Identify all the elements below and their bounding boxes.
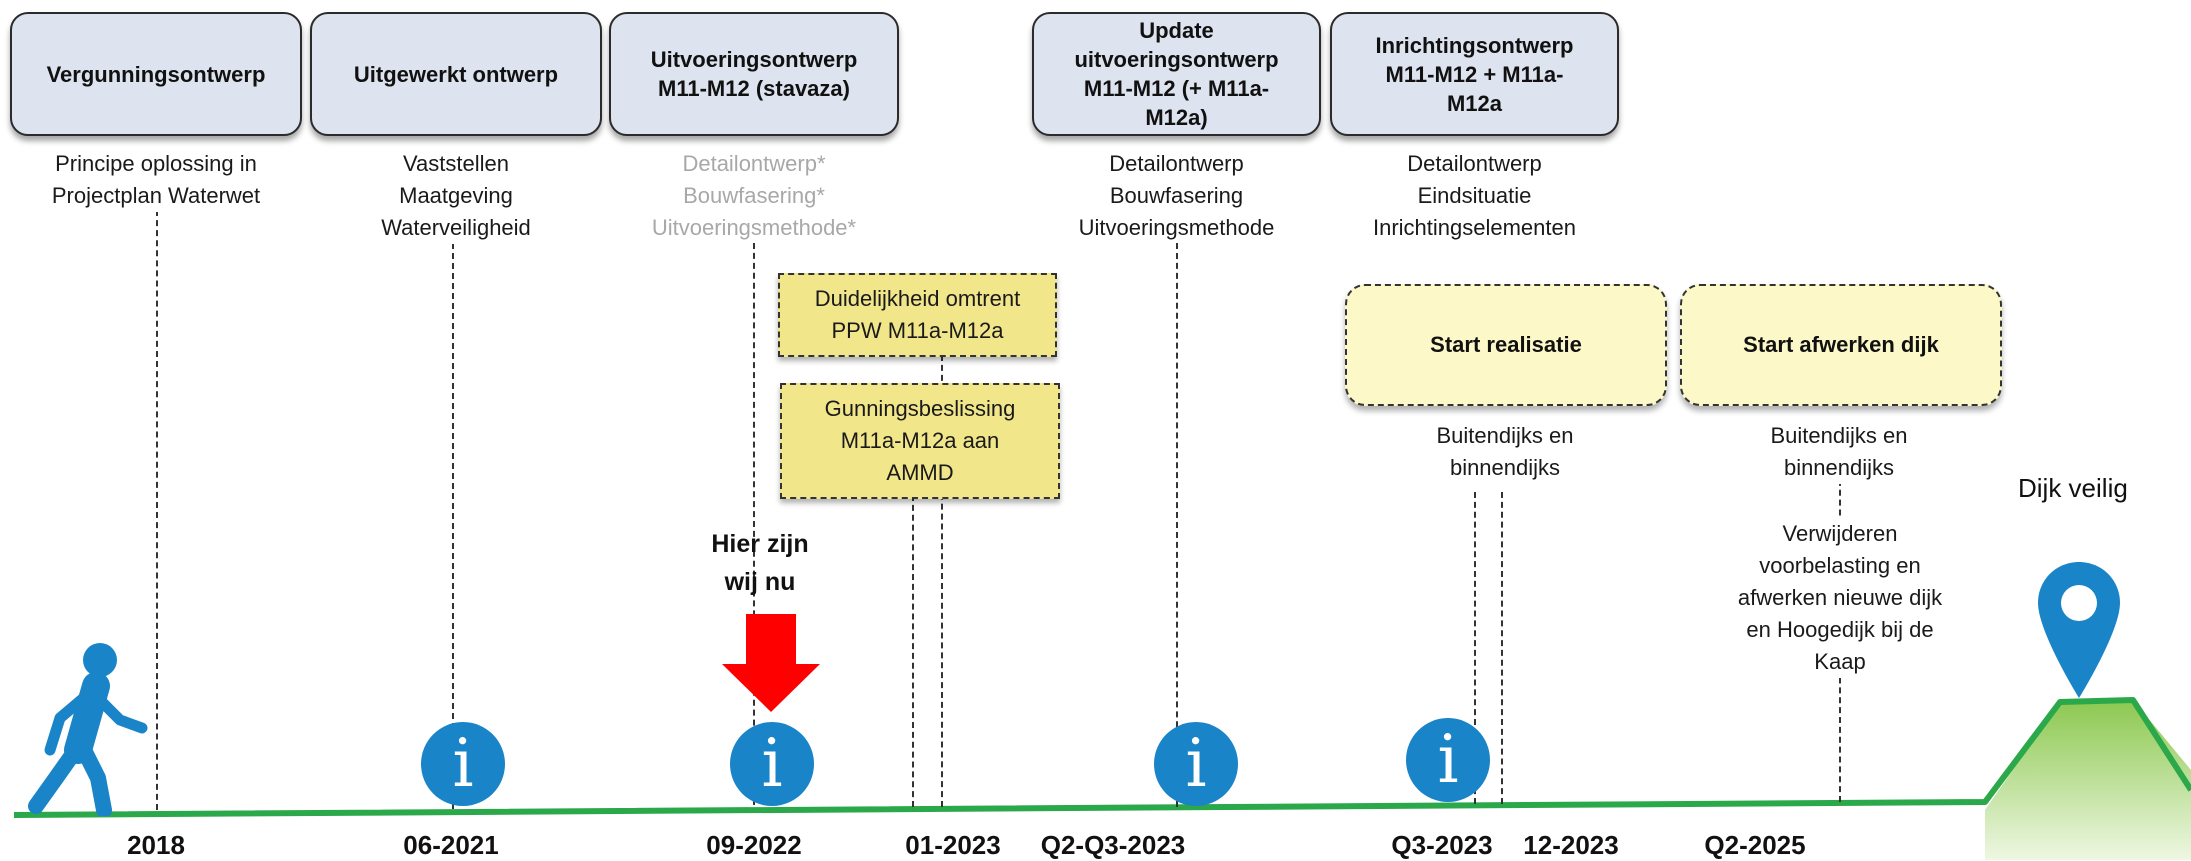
desc-start-realisatie: Buitendijks en binnendijks <box>1380 420 1630 484</box>
date-q2-2025: Q2-2025 <box>1704 830 1806 860</box>
date-09-2022: 09-2022 <box>706 830 802 860</box>
connector-01-2023b <box>941 355 943 807</box>
date-12-2023: 12-2023 <box>1523 830 1619 860</box>
date-2018: 2018 <box>127 830 185 860</box>
connector-12-2023 <box>1501 492 1503 804</box>
phase-uitgewerkt-ontwerp: Uitgewerkt ontwerp <box>310 12 602 136</box>
down-arrow-icon <box>722 614 820 712</box>
dijk-veilig-label: Dijk veilig <box>2018 473 2128 503</box>
desc-uitgewerkt-ontwerp: Vaststellen Maatgeving Waterveiligheid <box>310 148 602 244</box>
desc-vergunningsontwerp: Principe oplossing in Projectplan Waterw… <box>10 148 302 212</box>
phase-vergunningsontwerp: Vergunningsontwerp <box>10 12 302 136</box>
hill-shape <box>1985 700 2191 860</box>
desc-update-uitvoeringsontwerp: Detailontwerp Bouwfasering Uitvoeringsme… <box>1078 151 1275 240</box>
desc-afwerken-extra: Verwijderen voorbelasting en afwerken ni… <box>1700 518 1980 678</box>
connector-2018 <box>156 210 158 810</box>
date-06-2021: 06-2021 <box>403 830 499 860</box>
desc-inrichtingsontwerp: Detailontwerp Eindsituatie Inrichtingsel… <box>1372 151 1576 240</box>
info-icon[interactable]: i <box>1154 722 1238 806</box>
connector-09-2022 <box>753 243 755 805</box>
current-position-label: Hier zijn wij nu <box>711 530 809 596</box>
connector-01-2023a <box>912 495 914 807</box>
date-01-2023: 01-2023 <box>905 830 1001 860</box>
milestone-duidelijkheid: Duidelijkheid omtrent PPW M11a-M12a <box>778 273 1057 357</box>
info-icon[interactable]: i <box>421 722 505 806</box>
phase-uitvoeringsontwerp: Uitvoeringsontwerp M11-M12 (stavaza) <box>609 12 899 136</box>
start-afwerken-dijk-box: Start afwerken dijk <box>1680 284 2002 406</box>
date-q2-q3-2023: Q2-Q3-2023 <box>1040 830 1186 860</box>
start-realisatie-box: Start realisatie <box>1345 284 1667 406</box>
connector-q2q3-2023 <box>1176 243 1178 807</box>
walking-person-icon <box>28 643 148 816</box>
connector-06-2021 <box>452 243 454 809</box>
date-q3-2023: Q3-2023 <box>1391 830 1493 860</box>
info-icon[interactable]: i <box>730 722 814 806</box>
timeline-line <box>13 697 2191 818</box>
phase-update-uitvoeringsontwerp: Update uitvoeringsontwerp M11-M12 (+ M11… <box>1032 12 1321 136</box>
desc-start-afwerken: Buitendijks en binnendijks <box>1714 420 1964 484</box>
connector-q3-2023 <box>1474 492 1476 804</box>
info-icon[interactable]: i <box>1406 718 1490 802</box>
milestone-gunningsbeslissing: Gunningsbeslissing M11a-M12a aan AMMD <box>780 383 1060 499</box>
desc-uitvoeringsontwerp: Detailontwerp* Bouwfasering* Uitvoerings… <box>651 151 857 240</box>
phase-inrichtingsontwerp: Inrichtingsontwerp M11-M12 + M11a- M12a <box>1330 12 1619 136</box>
location-pin-icon <box>2038 562 2120 698</box>
